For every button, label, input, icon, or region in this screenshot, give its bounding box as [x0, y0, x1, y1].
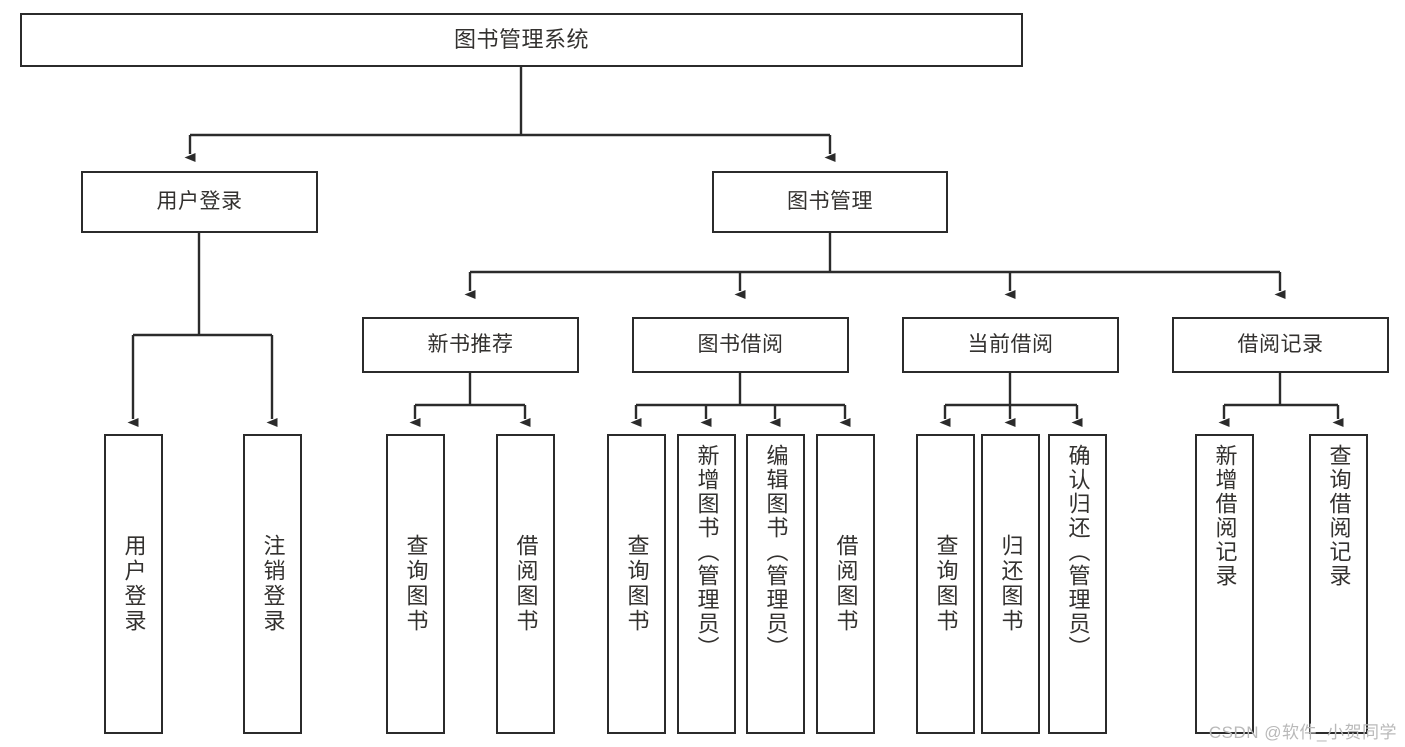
node-new-book-rec-label: 新书推荐 — [427, 332, 514, 356]
leaf-edit-book-label: 编辑图书（管理员） — [763, 444, 789, 660]
node-book-borrow-label: 图书借阅 — [697, 332, 784, 356]
leaf-user-login-label: 用户登录 — [121, 534, 147, 634]
leaf-borrow-book-1-label: 借阅图书 — [513, 534, 539, 634]
leaf-return-book-label: 归还图书 — [998, 534, 1024, 634]
watermark: CSDN @软件_小贺同学 — [1208, 723, 1397, 742]
leaf-return-book[interactable]: 归还图书 — [981, 434, 1040, 734]
node-root[interactable]: 图书管理系统 — [20, 13, 1023, 67]
node-borrow-record-label: 借阅记录 — [1237, 332, 1324, 356]
leaf-logout-label: 注销登录 — [260, 534, 286, 634]
leaf-user-login[interactable]: 用户登录 — [104, 434, 163, 734]
leaf-add-record-label: 新增借阅记录 — [1212, 444, 1238, 588]
node-current-borrow-label: 当前借阅 — [967, 332, 1054, 356]
leaf-query-record-label: 查询借阅记录 — [1326, 444, 1352, 588]
leaf-borrow-book-2-label: 借阅图书 — [833, 534, 859, 634]
leaf-confirm-return[interactable]: 确认归还（管理员） — [1048, 434, 1107, 734]
leaf-query-record[interactable]: 查询借阅记录 — [1309, 434, 1368, 734]
node-user-login-label: 用户登录 — [156, 189, 243, 213]
leaf-add-book-label: 新增图书（管理员） — [694, 444, 720, 660]
leaf-query-book-2-label: 查询图书 — [624, 534, 650, 634]
leaf-confirm-return-label: 确认归还（管理员） — [1065, 444, 1091, 660]
leaf-query-book-3[interactable]: 查询图书 — [916, 434, 975, 734]
node-user-login[interactable]: 用户登录 — [81, 171, 318, 233]
leaf-add-record[interactable]: 新增借阅记录 — [1195, 434, 1254, 734]
leaf-borrow-book-2[interactable]: 借阅图书 — [816, 434, 875, 734]
node-new-book-rec[interactable]: 新书推荐 — [362, 317, 579, 373]
node-book-mgmt-label: 图书管理 — [787, 189, 873, 213]
node-root-label: 图书管理系统 — [453, 27, 589, 53]
leaf-logout[interactable]: 注销登录 — [243, 434, 302, 734]
node-book-mgmt[interactable]: 图书管理 — [712, 171, 948, 233]
node-current-borrow[interactable]: 当前借阅 — [902, 317, 1119, 373]
leaf-query-book-1[interactable]: 查询图书 — [386, 434, 445, 734]
leaf-query-book-1-label: 查询图书 — [403, 534, 429, 634]
leaf-query-book-2[interactable]: 查询图书 — [607, 434, 666, 734]
node-book-borrow[interactable]: 图书借阅 — [632, 317, 849, 373]
leaf-borrow-book-1[interactable]: 借阅图书 — [496, 434, 555, 734]
leaf-query-book-3-label: 查询图书 — [933, 534, 959, 634]
node-borrow-record[interactable]: 借阅记录 — [1172, 317, 1389, 373]
leaf-add-book[interactable]: 新增图书（管理员） — [677, 434, 736, 734]
leaf-edit-book[interactable]: 编辑图书（管理员） — [746, 434, 805, 734]
